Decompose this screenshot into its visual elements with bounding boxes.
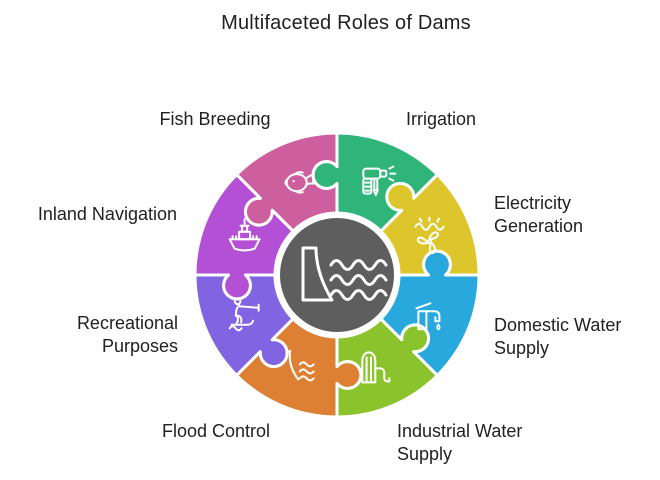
irrigation-sprayer-icon [362,165,397,197]
ship-icon [228,217,261,252]
water-skier-icon [228,297,260,332]
faucet-icon [415,302,441,331]
label-fish-breeding: Fish Breeding [159,109,271,129]
water-turbine-icon [414,216,445,255]
floodgate-icon [285,349,315,382]
label-irrigation: Irrigation [405,109,477,129]
dam-icon [301,246,388,302]
label-recreational-purposes: Recreational Purposes [76,313,178,356]
label-inland-navigation: Inland Navigation [37,204,177,224]
label-flood-control: Flood Control [161,421,271,441]
label-domestic-water-supply: Domestic Water Supply [494,315,622,358]
label-electricity-generation: Electricity Generation [494,193,584,236]
industrial-tank-icon [361,351,391,384]
fish-icon [284,171,315,194]
label-industrial-water-supply: Industrial Water Supply [397,421,523,464]
diagram-title: Multifaceted Roles of Dams [221,12,471,34]
